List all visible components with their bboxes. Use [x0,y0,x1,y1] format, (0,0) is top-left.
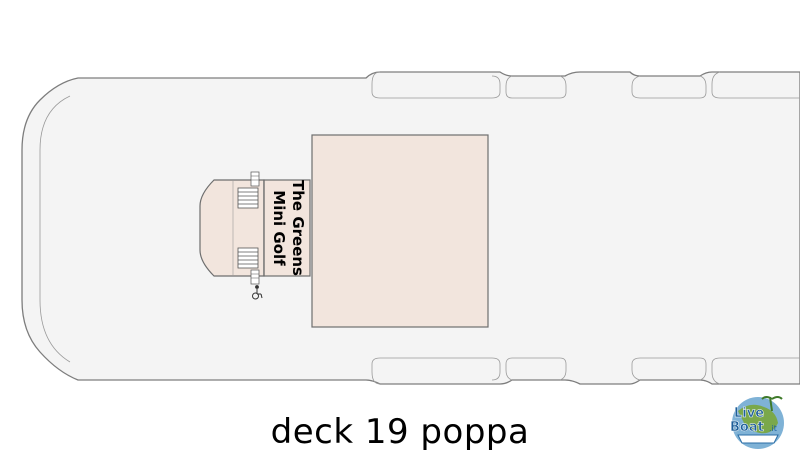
hull-bay-4 [711,71,800,99]
hull-bay-6 [505,357,567,381]
stairs-bottom-icon [237,247,260,285]
logo-text-boat: Boat [730,420,764,435]
logo-palm-icon [761,396,783,412]
venue-label-line2: Mini Golf [270,190,288,266]
logo-ship-icon [737,434,779,444]
hull-bay-8 [711,357,800,385]
hull-bay-5 [371,357,501,385]
logo-text-suffix: .it [769,424,777,433]
hull-bay-2 [505,75,567,99]
deck-caption: deck 19 poppa [270,412,530,452]
livebeat-logo: Live Boat .it [730,396,784,449]
logo-text-live: Live [734,406,764,421]
stairs-top-icon [237,171,260,209]
logo-land [738,404,778,434]
hull-bay-7 [631,357,707,381]
hull-bay-3 [631,75,707,99]
venue-label-line1: The Greens [289,180,307,276]
stern-line [39,95,71,363]
hull-bay-1 [371,71,501,99]
wheelchair-icon [252,285,263,300]
central-area [311,134,489,328]
